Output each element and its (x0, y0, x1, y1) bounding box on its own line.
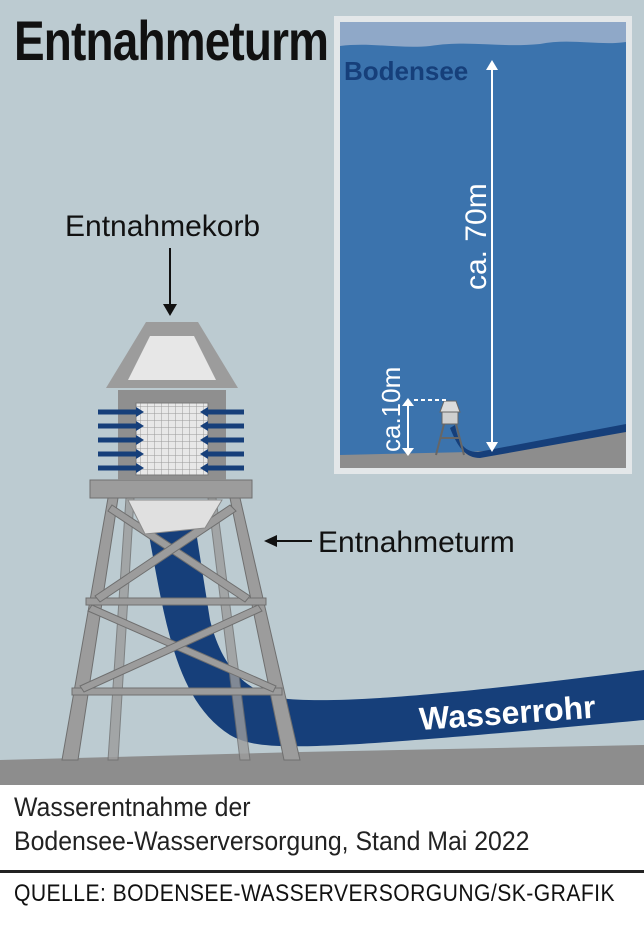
lake-surface (340, 22, 626, 47)
graphic-title: Entnahmeturm (14, 9, 329, 72)
caption: Wasserentnahme der Bodensee-Wasserversor… (14, 790, 530, 858)
tower-label: Entnahmeturm (318, 526, 515, 559)
inflow-arrows (98, 407, 244, 473)
mini-tower-icon (435, 400, 465, 456)
depth-10m-label: ca.10m (376, 367, 406, 452)
intake-basket-mesh (135, 402, 209, 476)
ground (0, 745, 644, 790)
lake-inset: Bodensee ca. 70m ca.10m (334, 16, 632, 474)
tower-platform (89, 479, 253, 499)
basket-label: Entnahmekorb (65, 210, 260, 243)
water-pipe (148, 525, 644, 747)
lake-name: Bodensee (344, 56, 468, 86)
depth-10m-arrow (402, 398, 414, 456)
intake-funnel (127, 499, 223, 535)
lake-bed (340, 424, 626, 468)
depth-70m-arrow (486, 60, 498, 452)
caption-area (0, 785, 644, 927)
inset-pipe (450, 424, 626, 458)
tower-pointer-arrow (264, 535, 312, 547)
caption-line-1: Wasserentnahme der (14, 792, 251, 822)
caption-line-2: Bodensee-Wasserversorgung, Stand Mai 202… (14, 826, 530, 856)
depth-70m-label: ca. 70m (460, 183, 493, 290)
basket-pointer-arrow (163, 248, 177, 316)
source-credit: QUELLE: BODENSEE-WASSERVERSORGUNG/SK-GRA… (14, 880, 616, 907)
divider (0, 870, 644, 873)
